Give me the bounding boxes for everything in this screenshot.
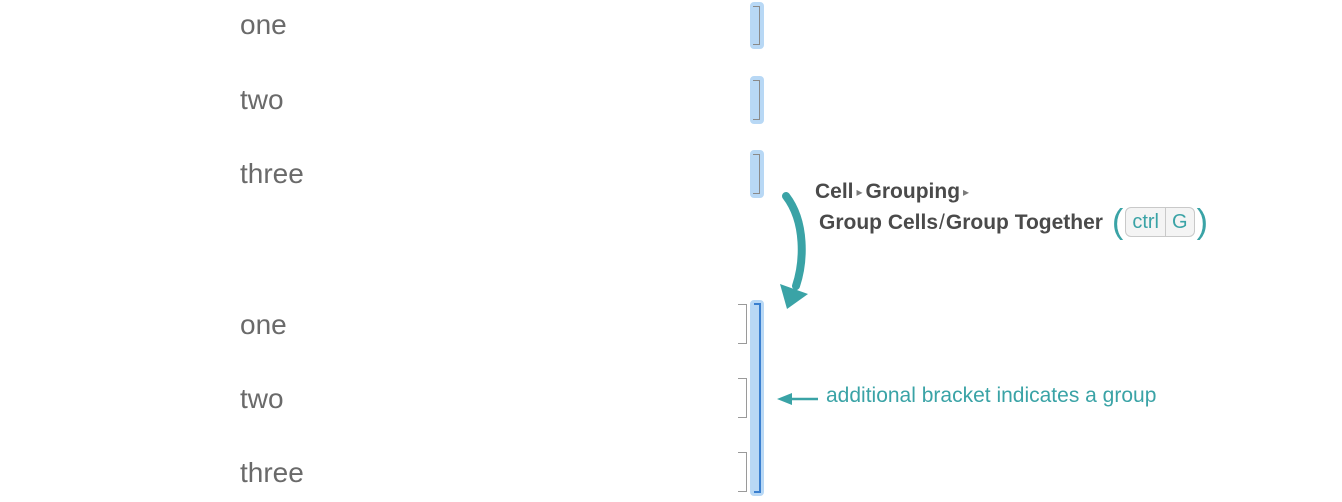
menu-item-grouping: Grouping xyxy=(865,180,961,203)
menu-item-cell: Cell xyxy=(815,180,854,203)
cell-text-three-before: three xyxy=(240,158,304,189)
menu-path: Cell▸Grouping▸ xyxy=(815,181,972,202)
group-annotation: additional bracket indicates a group xyxy=(826,384,1157,407)
group-bracket[interactable] xyxy=(750,300,764,496)
menu-arrow-icon: ▸ xyxy=(963,185,970,199)
cell-bracket-three-before[interactable] xyxy=(750,150,764,198)
cell-bracket-one-after[interactable] xyxy=(738,304,747,344)
menu-command-group-cells: Group Cells xyxy=(819,211,939,234)
menu-command-group-together: Group Together xyxy=(945,211,1103,234)
menu-arrow-icon: ▸ xyxy=(856,185,863,199)
cell-text-one-after: one xyxy=(240,309,287,340)
shortcut-keys: ctrl G xyxy=(1125,207,1195,237)
command-separator: / xyxy=(939,211,945,234)
cell-bracket-two-after[interactable] xyxy=(738,378,747,418)
curved-down-arrow-icon xyxy=(780,192,808,309)
open-paren: ( xyxy=(1112,203,1124,241)
cell-bracket-two-before[interactable] xyxy=(750,76,764,124)
cell-bracket-one-before[interactable] xyxy=(750,2,764,49)
close-paren: ) xyxy=(1196,203,1208,241)
cell-text-one-before: one xyxy=(240,9,287,40)
cell-text-three-after: three xyxy=(240,457,304,488)
key-g: G xyxy=(1165,208,1194,236)
keyboard-shortcut: ( ctrl G ) xyxy=(1112,204,1208,240)
key-ctrl: ctrl xyxy=(1132,211,1159,233)
cell-text-two-before: two xyxy=(240,84,284,115)
cell-text-two-after: two xyxy=(240,383,284,414)
menu-commands: Group Cells/Group Together xyxy=(819,212,1103,233)
left-arrow-icon xyxy=(777,393,818,405)
cell-bracket-three-after[interactable] xyxy=(738,452,747,492)
